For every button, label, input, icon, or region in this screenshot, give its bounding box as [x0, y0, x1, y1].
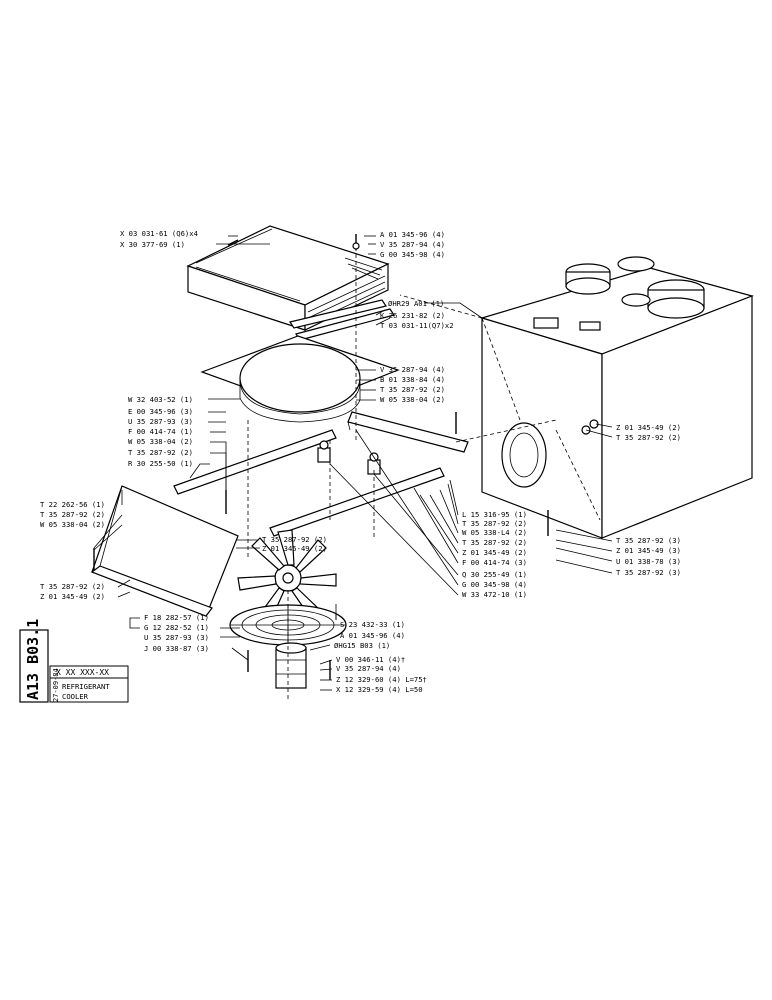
part-label: A 01 345-96 (4) — [340, 631, 405, 640]
part-label: S 23 432-33 (1) — [340, 620, 405, 629]
part-label: F 00 414-74 (1) — [128, 427, 193, 436]
part-label: F 18 282-57 (1) — [144, 613, 209, 622]
support-bracket — [90, 485, 239, 617]
part-label: T 35 287-92 (2) — [262, 535, 327, 544]
part-label: X 03 031-61 (Q6)x4 — [120, 229, 198, 238]
part-label: T 35 287-92 (2) — [380, 385, 445, 394]
part-label: T 22 262-56 (1) — [40, 500, 105, 509]
drawing-geometry — [90, 225, 754, 700]
part-label: J 00 338-87 (3) — [144, 644, 209, 653]
part-labels: X 03 031-61 (Q6)x4 X 30 377-69 (1) A 01 … — [40, 229, 681, 694]
part-label: ØHG15 B03 (1) — [334, 641, 390, 650]
part-label: T 35 287-92 (2) — [40, 510, 105, 519]
connection-lines — [247, 240, 601, 700]
part-label: E 00 345-96 (3) — [128, 407, 193, 416]
part-label: Z 01 345-49 (2) — [262, 544, 327, 553]
part-label: U 01 338-78 (3) — [616, 557, 681, 566]
part-label: X 30 377-69 (1) — [120, 240, 185, 249]
part-label: G 12 282-52 (1) — [144, 623, 209, 632]
part-label: U 35 287-93 (3) — [144, 633, 209, 642]
part-label: Z 01 345-49 (2) — [462, 548, 527, 557]
part-label: K 26 231-82 (2) — [380, 311, 445, 320]
part-label: G 00 345-98 (4) — [380, 250, 445, 259]
part-label: W 33 472-10 (1) — [462, 590, 527, 599]
part-label: T 35 287-92 (3) — [616, 568, 681, 577]
fan-shroud — [200, 335, 400, 423]
part-label: V 35 287-94 (4) — [380, 365, 445, 374]
fasteners — [93, 234, 549, 680]
drawing-name-line1: REFRIGERANT — [62, 682, 110, 691]
part-label: W 05 338-04 (2) — [128, 437, 193, 446]
part-label: Z 01 345-49 (3) — [616, 546, 681, 555]
box-top-fittings — [533, 256, 705, 331]
rubber-mounts — [317, 440, 381, 475]
part-label: U 35 287-93 (3) — [128, 417, 193, 426]
part-label: G 00 345-98 (4) — [462, 580, 527, 589]
part-label: T 35 287-92 (2) — [40, 582, 105, 591]
part-label: T 35 287-92 (3) — [616, 536, 681, 545]
part-label: T 35 287-92 (2) — [462, 519, 527, 528]
part-label: Z 12 329-60 (4) L=75† — [336, 675, 427, 684]
drawing-name-line2: COOLER — [62, 692, 89, 701]
leader-lines — [93, 235, 613, 691]
part-label: T 35 287-92 (2) — [462, 538, 527, 547]
part-label: T 35 287-92 (2) — [616, 433, 681, 442]
part-label: F 00 414-74 (3) — [462, 558, 527, 567]
drawing-code: A13 B03.1 — [24, 619, 42, 700]
part-label: Z 01 345-49 (2) — [616, 423, 681, 432]
part-label: B 01 338-84 (4) — [380, 375, 445, 384]
mounting-rails — [173, 411, 469, 537]
part-label: Q 30 255-49 (1) — [462, 570, 527, 579]
part-label: V 35 287-94 (4) — [336, 664, 401, 673]
part-label: W 05 338-04 (2) — [380, 395, 445, 404]
part-label: ØHR29 A01 (1) — [388, 299, 444, 308]
fan-blades — [237, 529, 337, 623]
part-label: W 32 403-52 (1) — [128, 395, 193, 404]
part-label: W 05 338-04 (2) — [40, 520, 105, 529]
part-label: V 35 287-94 (4) — [380, 240, 445, 249]
part-label: L 15 316-95 (1) — [462, 510, 527, 519]
part-label: T 03 031-11(Q7)x2 — [380, 321, 454, 330]
radiator-block — [186, 225, 390, 331]
part-label: R 30 255-50 (1) — [128, 459, 193, 468]
drawing-date: 27-09-84 — [52, 668, 60, 702]
part-label: A 01 345-96 (4) — [380, 230, 445, 239]
part-label: Z 01 345-49 (2) — [40, 592, 105, 601]
part-number: X XX XXX-XX — [56, 668, 109, 677]
gasket-strips — [289, 299, 395, 341]
part-label: V 00 346-11 (4)† — [336, 655, 405, 664]
title-block: A13 B03.1 X XX XXX-XX 27-09-84 REFRIGERA… — [19, 619, 129, 703]
part-label: W 05 338-L4 (2) — [462, 528, 527, 537]
part-label: T 35 287-92 (2) — [128, 448, 193, 457]
part-label: X 12 329-59 (4) L=50 — [336, 685, 423, 694]
fan-motor — [275, 642, 307, 689]
refrigerator-box — [479, 256, 754, 539]
